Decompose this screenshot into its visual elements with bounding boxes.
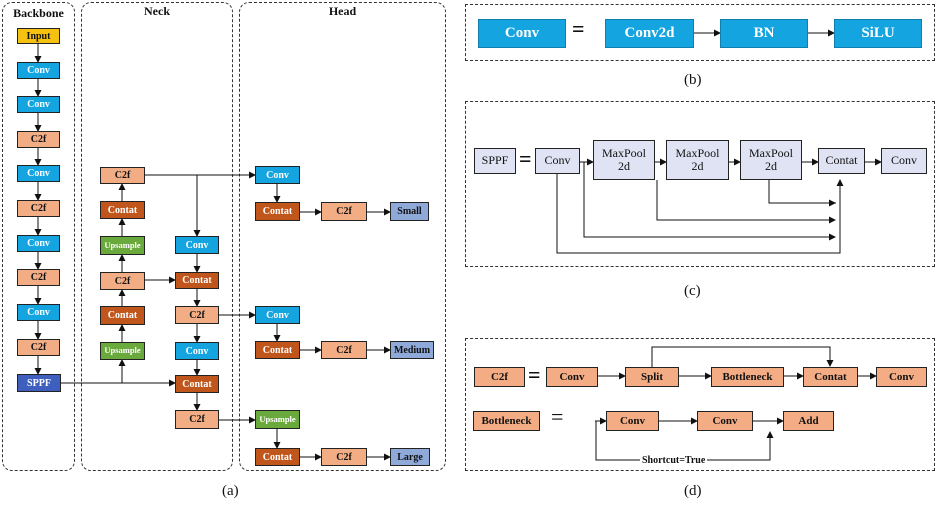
c-maxpool-1-line2: 2d [618,159,630,173]
d-bottleneck-equals: = [551,404,564,429]
head-conv-2: Conv [255,306,300,324]
panel-d [465,338,935,471]
neck-c2f-top: C2f [100,167,145,184]
c-maxpool-1: MaxPool 2d [593,140,655,180]
panel-c [465,101,935,267]
head-output-small: Small [390,202,429,221]
panel-b [465,4,935,61]
d-split: Split [625,367,679,387]
backbone-c2f-3: C2f [17,269,60,286]
b-conv2d: Conv2d [605,19,694,48]
backbone-conv-1: Conv [17,62,60,79]
c-maxpool-2-line1: MaxPool [675,145,720,160]
d-bottleneck-conv-1: Conv [606,411,659,431]
head-title: Head [328,4,357,18]
c-maxpool-1-line1: MaxPool [601,145,646,160]
backbone-sppf: SPPF [17,374,61,392]
neck-contat-right-2: Contat [175,375,219,393]
backbone-c2f-2: C2f [17,200,60,217]
d-conv-1: Conv [546,367,598,387]
b-conv: Conv [478,19,566,48]
backbone-conv-4: Conv [17,235,60,252]
c-maxpool-2: MaxPool 2d [666,140,729,180]
head-c2f-3: C2f [321,448,367,466]
backbone-conv-3: Conv [17,165,60,182]
backbone-c2f-1: C2f [17,131,60,148]
neck-contat-left-1: Contat [100,201,145,219]
c-maxpool-3-line2: 2d [765,159,777,173]
neck-upsample-2: Upsample [100,342,145,360]
caption-b: (b) [684,72,702,88]
input-node: Input [17,28,60,44]
head-output-large: Large [390,448,430,466]
head-upsample: Upsample [255,410,300,429]
c-maxpool-2-line2: 2d [691,159,704,173]
d-add: Add [783,411,834,431]
neck-upsample-1: Upsample [100,236,145,255]
neck-title: Neck [144,4,170,18]
c-maxpool-3: MaxPool 2d [740,140,802,180]
neck-contat-right-1: Contat [175,272,219,289]
backbone-panel [2,2,75,471]
c-maxpool-3-line1: MaxPool [748,145,793,160]
d-shortcut-label: Shortcut=True [640,455,708,466]
d-contat: Contat [803,367,858,387]
b-equals: = [572,16,585,41]
d-bottleneck: Bottleneck [711,367,784,387]
head-conv-1: Conv [255,166,300,184]
caption-d: (d) [684,483,702,499]
backbone-conv-5: Conv [17,304,60,321]
head-output-medium: Medium [390,341,434,359]
head-panel [239,2,446,471]
neck-contat-left-2: Contat [100,306,145,325]
c-conv-2: Conv [881,148,927,174]
neck-c2f-left-2: C2f [100,272,145,290]
c-contat: Contat [818,148,865,174]
backbone-conv-2: Conv [17,96,60,113]
c-sppf: SPPF [474,148,516,174]
neck-c2f-right-2: C2f [175,410,219,429]
neck-c2f-right-1: C2f [175,306,219,324]
d-c2f: C2f [474,367,525,387]
head-c2f-1: C2f [321,202,367,221]
d-bottleneck-conv-2: Conv [697,411,753,431]
neck-conv-right-1: Conv [175,236,219,254]
backbone-title: Backbone [13,6,64,20]
neck-conv-right-2: Conv [175,342,219,360]
b-bn: BN [720,19,808,48]
c-equals: = [519,146,532,171]
caption-a: (a) [222,483,239,499]
d-conv-2: Conv [876,367,927,387]
b-silu: SiLU [834,19,922,48]
head-contat-2: Contat [255,341,300,359]
head-contat-1: Contat [255,202,300,221]
d-bottleneck-label: Bottleneck [473,411,540,431]
head-contat-3: Contat [255,448,300,466]
c-conv-1: Conv [535,148,580,174]
backbone-c2f-4: C2f [17,339,60,356]
caption-c: (c) [684,283,701,299]
head-c2f-2: C2f [321,341,367,359]
d-equals: = [528,362,541,387]
neck-panel [81,2,233,471]
